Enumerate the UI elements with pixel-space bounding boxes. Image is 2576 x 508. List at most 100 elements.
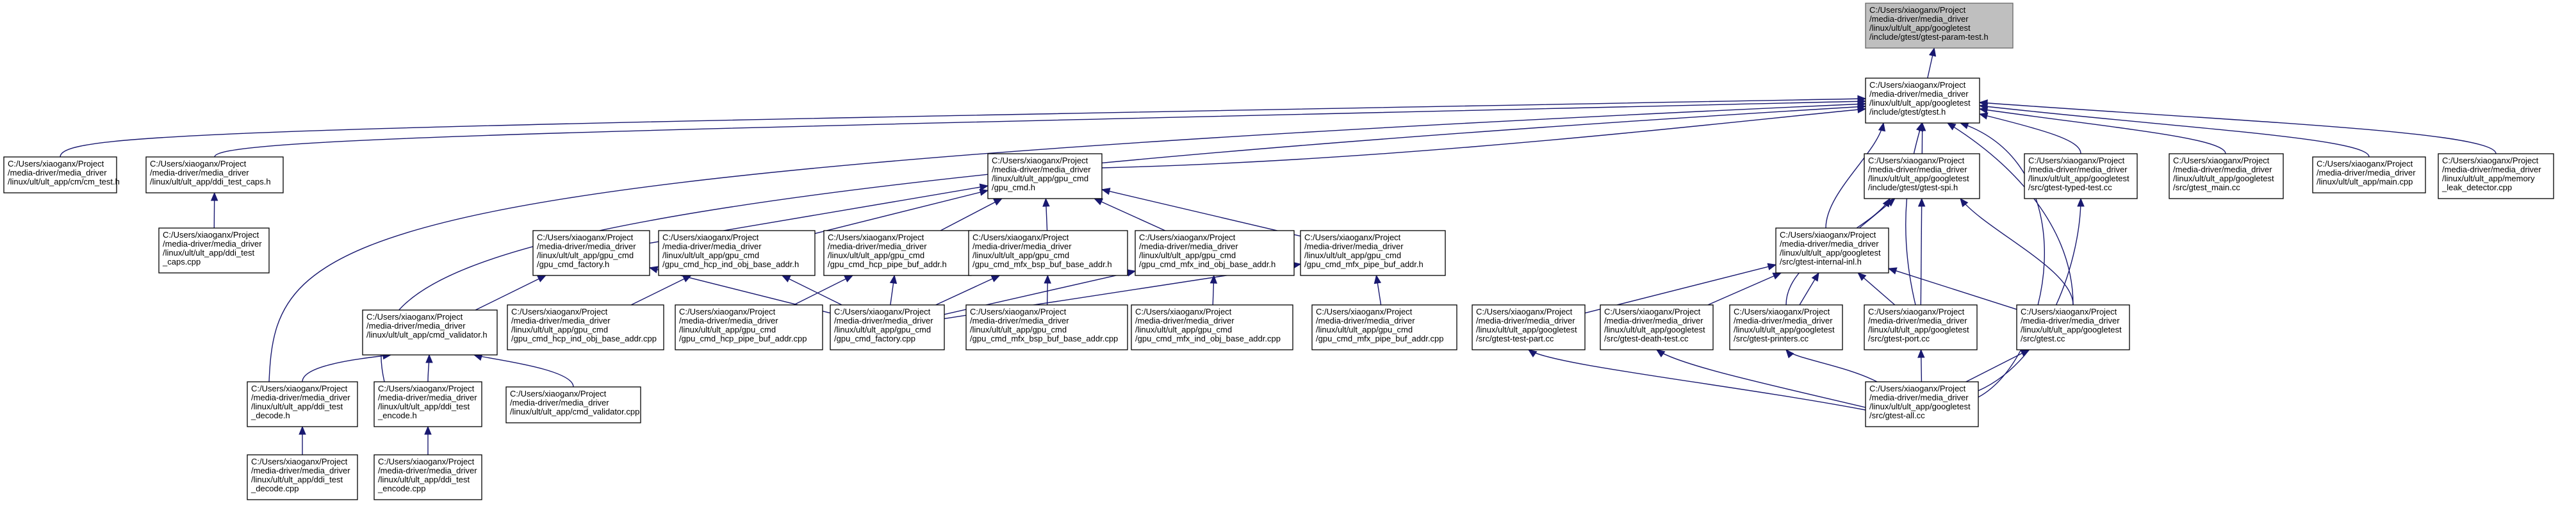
node-label-line: /gpu_cmd.h [992,183,1035,192]
node-box [532,230,650,276]
file-node-gpu-cmd-h[interactable]: C:/Users/xiaoganx/Project/media-driver/m… [987,153,1103,199]
arrowhead [1042,197,1050,207]
file-node-death-test[interactable]: C:/Users/xiaoganx/Project/media-driver/m… [1600,304,1714,350]
file-node-memory-leak[interactable]: C:/Users/xiaoganx/Project/media-driver/m… [2438,153,2554,199]
arrowhead [682,275,692,283]
file-node-ddi-decode-h[interactable]: C:/Users/xiaoganx/Project/media-driver/m… [247,381,358,427]
node-label-line: /include/gtest/gtest-spi.h [1868,183,1958,192]
file-node-ddi-encode-h[interactable]: C:/Users/xiaoganx/Project/media-driver/m… [373,381,482,427]
node-label-line: /media-driver/media_driver [378,466,477,475]
node-label-line: /media-driver/media_driver [8,168,107,177]
arrowhead [1811,272,1819,282]
file-node-root[interactable]: C:/Users/xiaoganx/Project/media-driver/m… [1865,3,2014,49]
node-label-line: C:/Users/xiaoganx/Project [1869,384,1966,393]
file-node-mfx-pipe[interactable]: C:/Users/xiaoganx/Project/media-driver/m… [1300,230,1446,276]
file-node-gtest-main[interactable]: C:/Users/xiaoganx/Project/media-driver/m… [2169,153,2284,199]
file-node-hcp-pipe[interactable]: C:/Users/xiaoganx/Project/media-driver/m… [823,230,972,276]
file-node-gtest-spi[interactable]: C:/Users/xiaoganx/Project/media-driver/m… [1864,153,1980,199]
node-label-line: C:/Users/xiaoganx/Project [1868,156,1965,165]
node-label-line: C:/Users/xiaoganx/Project [2442,156,2539,165]
file-node-mfx-ind[interactable]: C:/Users/xiaoganx/Project/media-driver/m… [1135,230,1295,276]
node-label-line: /media-driver/media_driver [1780,239,1879,249]
node-label-line: _leak_detector.cpp [2441,183,2512,192]
node-label-line: /media-driver/media_driver [251,466,350,475]
arrowhead [1101,188,1111,195]
file-node-port[interactable]: C:/Users/xiaoganx/Project/media-driver/m… [1864,304,1978,350]
node-box [1864,304,1978,350]
node-label-line: C:/Users/xiaoganx/Project [2028,156,2125,165]
node-label-line: C:/Users/xiaoganx/Project [1734,307,1830,316]
file-node-hcp-ind[interactable]: C:/Users/xiaoganx/Project/media-driver/m… [658,230,816,276]
node-label-line: C:/Users/xiaoganx/Project [2021,307,2117,316]
node-label-line: C:/Users/xiaoganx/Project [1869,5,1966,15]
file-node-hcp-ind-cpp[interactable]: C:/Users/xiaoganx/Project/media-driver/m… [507,304,664,350]
node-label-line: /src/gtest.cc [2021,334,2065,343]
node-label-line: /media-driver/media_driver [251,393,350,402]
node-label-line: C:/Users/xiaoganx/Project [378,457,475,466]
file-node-cmd-validator-h[interactable]: C:/Users/xiaoganx/Project/media-driver/m… [362,309,498,356]
arrowhead [1978,112,1989,120]
node-label-line: /gpu_cmd_hcp_ind_obj_base_addr.h [662,259,799,269]
file-node-typed-test[interactable]: C:/Users/xiaoganx/Project/media-driver/m… [2024,153,2138,199]
file-node-gtest-h[interactable]: C:/Users/xiaoganx/Project/media-driver/m… [1865,78,1980,124]
node-box [1865,381,1979,427]
arrowhead [210,192,218,201]
file-node-mfx-bsp-cpp[interactable]: C:/Users/xiaoganx/Project/media-driver/m… [965,304,1128,350]
node-label-line: /media-driver/media_driver [1868,165,1967,174]
file-node-main-cpp[interactable]: C:/Users/xiaoganx/Project/media-driver/m… [2312,156,2426,193]
node-label-line: /linux/ult/ult_app/gpu_cmd [1139,250,1236,260]
node-label-line: /src/gtest-typed-test.cc [2028,183,2112,192]
node-label-line: /media-driver/media_driver [2021,316,2120,325]
dependency-edge [268,103,1866,382]
file-node-hcp-pipe-cpp[interactable]: C:/Users/xiaoganx/Project/media-driver/m… [675,304,823,350]
dependency-edge [1094,198,1165,231]
dependency-edge [1978,198,2081,391]
arrowhead [844,275,854,283]
dependency-edge [1707,272,1782,306]
node-label-line: /media-driver/media_driver [972,242,1072,251]
file-node-cmd-validator-cpp[interactable]: C:/Users/xiaoganx/Project/media-driver/m… [505,386,641,423]
node-label-line: /gpu_cmd_factory.cpp [834,334,915,343]
dependency-edge [1947,122,2074,306]
node-box [987,153,1103,199]
node-box [1600,304,1714,350]
node-label-line: /linux/ult/ult_app/cmd_validator.cpp [510,407,639,416]
arrowhead [1878,122,1886,132]
node-label-line: /linux/ult/ult_app/gpu_cmd [972,250,1069,260]
file-node-gpu-cmd-factory-h[interactable]: C:/Users/xiaoganx/Project/media-driver/m… [532,230,650,276]
arrowhead [990,275,1001,283]
file-node-ddi-encode-cpp[interactable]: C:/Users/xiaoganx/Project/media-driver/m… [373,454,482,500]
node-label-line: /linux/ult/ult_app/googletest [1869,98,1971,108]
node-label-line: C:/Users/xiaoganx/Project [150,159,247,168]
file-node-ddi-test-caps-cpp[interactable]: C:/Users/xiaoganx/Project/media-driver/m… [158,227,270,274]
file-node-factory-cpp[interactable]: C:/Users/xiaoganx/Project/media-driver/m… [830,304,945,350]
arrowhead [1928,47,1937,57]
file-node-internal-inl[interactable]: C:/Users/xiaoganx/Project/media-driver/m… [1775,227,1889,274]
node-label-line: /linux/ult/ult_app/ddi_test [163,248,254,258]
node-label-line: /media-driver/media_driver [1476,316,1575,325]
node-box [507,304,664,350]
file-node-mfx-bsp[interactable]: C:/Users/xiaoganx/Project/media-driver/m… [968,230,1128,276]
dependency-edge [1979,108,2226,154]
node-label-line: C:/Users/xiaoganx/Project [8,159,104,168]
file-node-test-part[interactable]: C:/Users/xiaoganx/Project/media-driver/m… [1472,304,1586,350]
node-box [247,381,358,427]
dependency-edge [1888,268,2017,310]
arrowhead [1785,349,1794,359]
dependency-edge [1656,349,1866,408]
file-node-cm-test[interactable]: C:/Users/xiaoganx/Project/media-driver/m… [3,156,120,193]
file-node-gtest-cc[interactable]: C:/Users/xiaoganx/Project/media-driver/m… [2016,304,2130,350]
node-box [247,454,358,500]
file-node-ddi-decode-cpp[interactable]: C:/Users/xiaoganx/Project/media-driver/m… [247,454,358,500]
file-node-ddi-test-caps-h[interactable]: C:/Users/xiaoganx/Project/media-driver/m… [145,156,284,193]
file-node-gtest-all[interactable]: C:/Users/xiaoganx/Project/media-driver/m… [1865,381,1979,427]
node-label-line: C:/Users/xiaoganx/Project [1780,230,1876,240]
file-node-printers[interactable]: C:/Users/xiaoganx/Project/media-driver/m… [1729,304,1843,350]
node-label-line: /media-driver/media_driver [1869,14,1969,24]
file-node-mfx-pipe-cpp[interactable]: C:/Users/xiaoganx/Project/media-driver/m… [1311,304,1457,350]
arrowhead [1917,197,1926,207]
node-box [505,386,641,423]
node-box [1729,304,1843,350]
file-node-mfx-ind-cpp[interactable]: C:/Users/xiaoganx/Project/media-driver/m… [1131,304,1293,350]
